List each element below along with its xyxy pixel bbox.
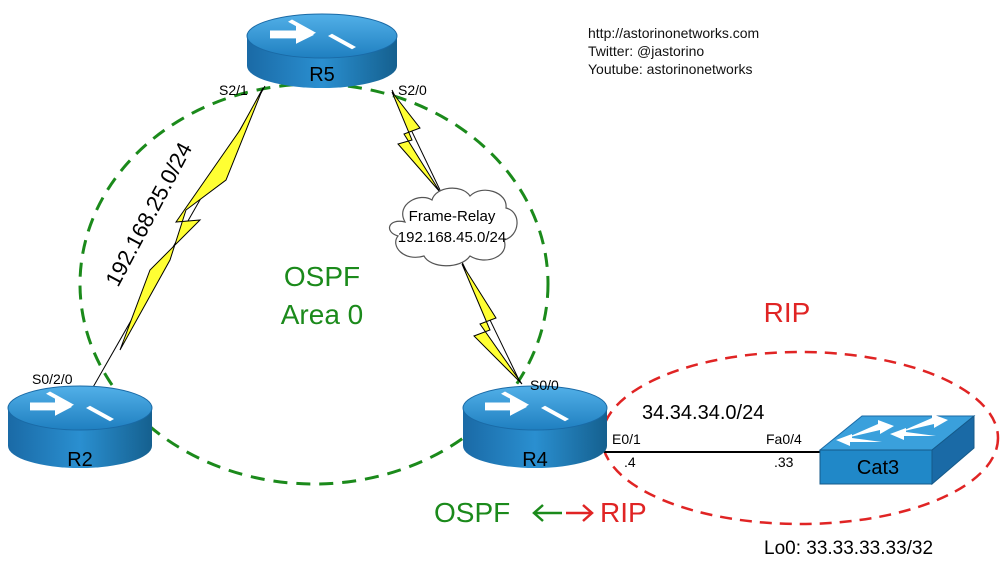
switch-cat3[interactable]: Cat3 [818,414,976,486]
frame-relay-subnet: 192.168.45.0/24 [398,229,506,246]
credits-website[interactable]: http://astorinonetworks.com [588,25,760,41]
serial-link-r5-r2 [87,85,266,397]
subnet-ethernet: 34.34.34.0/24 [642,402,764,424]
router-r4-icon [485,391,569,422]
credits-twitter: Twitter: @jastorino [588,43,705,59]
serial-link-cloud-r4 [461,261,523,385]
ospf-area-label-line2: Area 0 [281,299,364,330]
ip-suffix-r4: .4 [624,454,636,470]
router-r4[interactable]: R4 [462,385,608,471]
ip-suffix-cat3: .33 [774,454,794,470]
loopback-label: Lo0: 33.33.33.33/32 [764,538,933,559]
rip-area-label: RIP [764,297,811,328]
interface-r5-s21: S2/1 [219,82,248,98]
switch-cat3-label: Cat3 [857,457,899,479]
redistribution-rip-label: RIP [600,497,647,528]
ospf-area-label-line1: OSPF [284,261,360,292]
interface-r5-s20: S2/0 [398,82,427,98]
redistribution-arrows-icon [532,504,594,522]
router-r5-icon [270,19,356,50]
credits-block: http://astorinonetworks.com Twitter: @ja… [588,24,759,78]
switch-cat3-icon [836,414,948,446]
interface-r4-e01: E0/1 [612,431,641,447]
router-r2[interactable]: R2 [7,385,153,471]
credits-youtube: Youtube: astorinonetworks [588,61,753,77]
router-r5-label: R5 [309,64,335,86]
frame-relay-cloud [388,187,518,267]
router-r2-icon [30,391,114,422]
interface-r4-s00: S0/0 [530,377,559,393]
router-r5[interactable]: R5 [246,13,398,88]
redistribution-ospf-label: OSPF [434,497,510,528]
interface-cat3-fa04: Fa0/4 [766,431,802,447]
frame-relay-title: Frame-Relay [409,208,496,225]
interface-r2-s020: S0/2/0 [32,371,73,387]
router-r2-label: R2 [67,449,93,471]
router-r4-label: R4 [522,449,548,471]
